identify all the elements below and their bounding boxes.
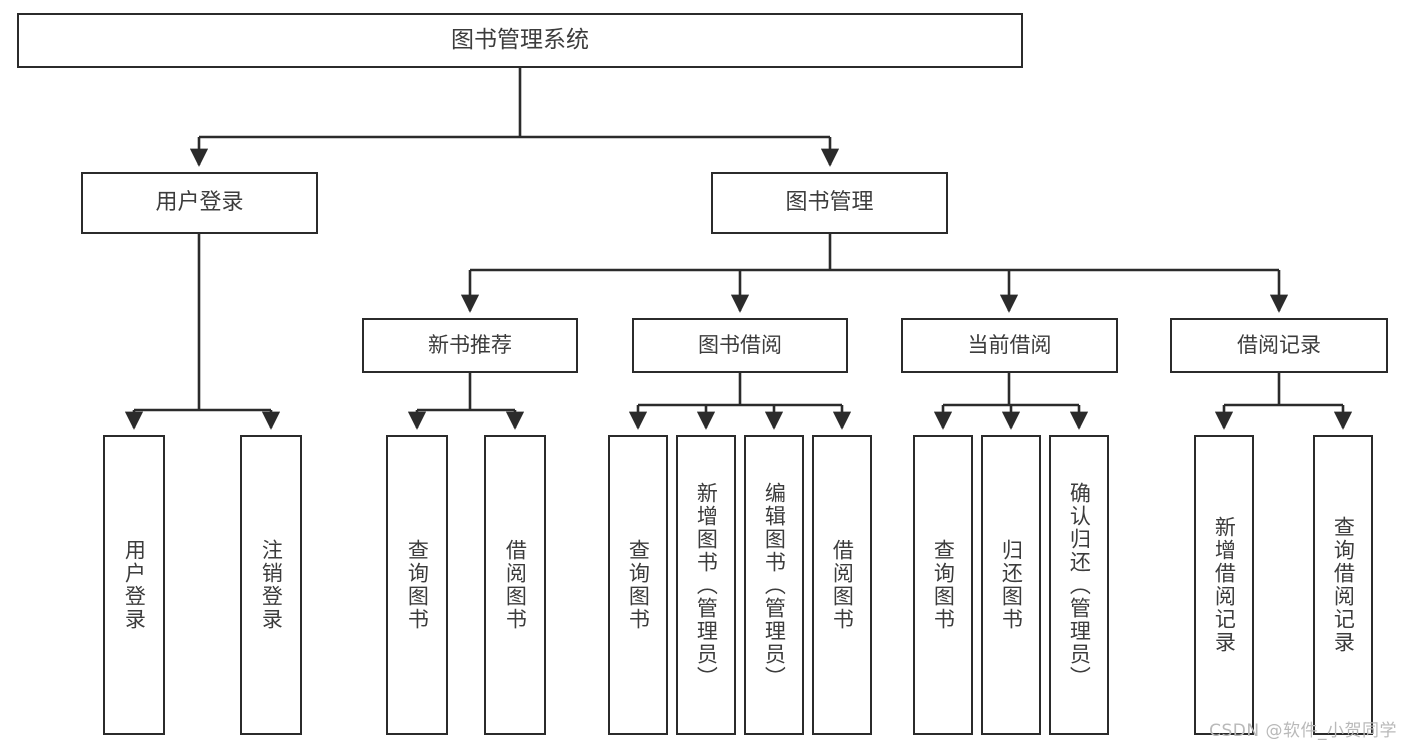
node-borrow-record[interactable]: 借阅记录 — [1170, 318, 1388, 373]
node-book-borrow-label: 图书借阅 — [698, 333, 782, 358]
node-root[interactable]: 图书管理系统 — [17, 13, 1023, 68]
node-book-manage-label: 图书管理 — [785, 190, 874, 216]
node-root-label: 图书管理系统 — [451, 26, 589, 53]
node-leaf-add-book-admin[interactable]: 新增图书（管理员） — [676, 435, 736, 735]
node-leaf-confirm-return-admin[interactable]: 确认归还（管理员） — [1049, 435, 1109, 735]
node-leaf-query-book-current[interactable]: 查询图书 — [913, 435, 973, 735]
node-leaf-confirm-return-admin-label: 确认归还（管理员） — [1067, 481, 1092, 689]
node-leaf-query-book-borrow[interactable]: 查询图书 — [608, 435, 668, 735]
node-leaf-query-book-borrow-label: 查询图书 — [626, 539, 651, 631]
node-leaf-user-logout-label: 注销登录 — [259, 539, 284, 631]
node-book-borrow[interactable]: 图书借阅 — [632, 318, 848, 373]
node-leaf-return-book[interactable]: 归还图书 — [981, 435, 1041, 735]
node-leaf-query-book-rec[interactable]: 查询图书 — [386, 435, 448, 735]
node-leaf-return-book-label: 归还图书 — [999, 539, 1024, 631]
node-leaf-user-logout[interactable]: 注销登录 — [240, 435, 302, 735]
node-user-login[interactable]: 用户登录 — [81, 172, 318, 234]
node-leaf-query-borrow-record[interactable]: 查询借阅记录 — [1313, 435, 1373, 735]
node-leaf-query-book-rec-label: 查询图书 — [405, 539, 430, 631]
node-leaf-query-book-current-label: 查询图书 — [931, 539, 956, 631]
node-new-book-recommend[interactable]: 新书推荐 — [362, 318, 578, 373]
node-leaf-borrow-book-rec[interactable]: 借阅图书 — [484, 435, 546, 735]
node-leaf-edit-book-admin[interactable]: 编辑图书（管理员） — [744, 435, 804, 735]
node-user-login-label: 用户登录 — [155, 190, 244, 216]
node-leaf-query-borrow-record-label: 查询借阅记录 — [1331, 516, 1356, 654]
node-leaf-borrow-book[interactable]: 借阅图书 — [812, 435, 872, 735]
node-leaf-borrow-book-label: 借阅图书 — [830, 539, 855, 631]
node-leaf-borrow-book-rec-label: 借阅图书 — [503, 539, 528, 631]
csdn-watermark: CSDN @软件_小贺同学 — [1209, 721, 1397, 741]
node-leaf-edit-book-admin-label: 编辑图书（管理员） — [762, 481, 787, 689]
node-borrow-record-label: 借阅记录 — [1237, 333, 1321, 358]
node-book-manage[interactable]: 图书管理 — [711, 172, 948, 234]
node-leaf-add-borrow-record-label: 新增借阅记录 — [1212, 516, 1237, 654]
node-leaf-add-book-admin-label: 新增图书（管理员） — [694, 481, 719, 689]
node-new-book-recommend-label: 新书推荐 — [428, 333, 512, 358]
node-leaf-user-login-label: 用户登录 — [122, 539, 147, 631]
node-leaf-add-borrow-record[interactable]: 新增借阅记录 — [1194, 435, 1254, 735]
node-current-borrow-label: 当前借阅 — [967, 333, 1052, 358]
node-current-borrow[interactable]: 当前借阅 — [901, 318, 1118, 373]
node-leaf-user-login[interactable]: 用户登录 — [103, 435, 165, 735]
